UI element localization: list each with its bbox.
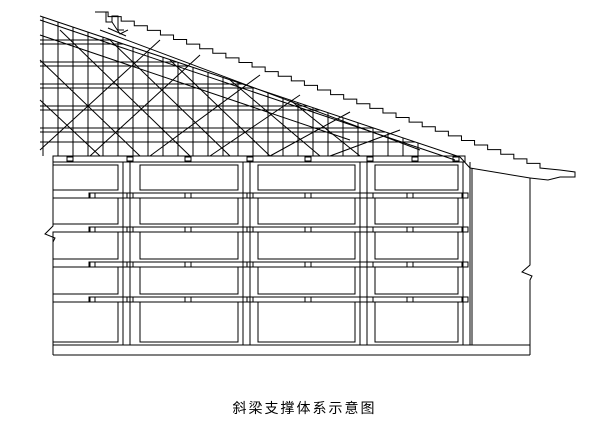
scaffold-rafter	[40, 35, 350, 140]
roof-stair-edge	[95, 12, 575, 180]
floor-column-cap	[127, 262, 133, 267]
right-break-line	[522, 178, 532, 355]
floor-slab	[90, 227, 468, 232]
bay-panel	[375, 267, 458, 294]
scaffold-diagonal-brace	[270, 112, 350, 156]
bay-panel	[140, 302, 238, 342]
scaffold-diagonal-brace	[210, 95, 300, 156]
floor-column-cap	[407, 297, 413, 302]
column-cap	[67, 157, 73, 161]
bay-panel	[375, 198, 458, 224]
bay-panel	[258, 198, 355, 224]
floor-column-cap	[367, 297, 373, 302]
left-bay-panel	[53, 267, 118, 294]
floor-column-cap	[462, 193, 468, 198]
floor-column-cap	[89, 262, 95, 267]
column-cap	[367, 157, 373, 161]
floor-column-cap	[462, 262, 468, 267]
floor-column-cap	[185, 297, 191, 302]
bay-panel	[258, 232, 355, 259]
top-slab	[53, 156, 465, 162]
floor-column-cap	[407, 227, 413, 232]
scaffold-diagonal-brace	[60, 30, 190, 156]
floor-column-cap	[89, 193, 95, 198]
floor-column-cap	[247, 227, 253, 232]
bay-panel	[140, 267, 238, 294]
floor-column-cap	[185, 193, 191, 198]
support-bracket-arm	[112, 22, 128, 34]
floor-column-cap	[367, 227, 373, 232]
scaffold-diagonal-brace	[110, 40, 230, 156]
floor-column-cap	[247, 193, 253, 198]
scaffold-diagonal-brace	[40, 100, 100, 156]
scaffold-rafter	[100, 30, 420, 150]
floor-column-cap	[305, 227, 311, 232]
left-bay-panel	[53, 232, 118, 259]
scaffold-diagonal-brace	[150, 75, 260, 156]
floor-column-cap	[305, 193, 311, 198]
floor-column-cap	[305, 297, 311, 302]
bay-panel	[258, 267, 355, 294]
left-bay-panel	[53, 198, 118, 224]
floor-slab	[90, 193, 468, 198]
diagram-caption: 斜梁支撑体系示意图	[232, 401, 377, 417]
roof-eave-bottom	[470, 168, 530, 178]
roof-underside-inner	[40, 20, 455, 160]
floor-column-cap	[89, 227, 95, 232]
support-bracket-body	[100, 12, 124, 30]
slanted-scaffold	[40, 17, 420, 156]
column-cap	[453, 157, 459, 161]
building-frame	[45, 162, 532, 355]
column-cap	[412, 157, 418, 161]
scaffold-diagonal-brace	[40, 40, 160, 150]
floor-column-cap	[185, 227, 191, 232]
bay-panel	[375, 232, 458, 259]
floor-column-cap	[185, 262, 191, 267]
scaffold-diagonal-brace	[290, 100, 360, 156]
floor-slab	[90, 297, 468, 302]
left-bay-panel	[53, 302, 118, 342]
bay-panel	[375, 302, 458, 342]
floor-column-cap	[367, 193, 373, 198]
floor-column-cap	[407, 193, 413, 198]
floor-column-cap	[462, 297, 468, 302]
support-bracket-icon	[100, 12, 128, 36]
floor-column-cap	[127, 193, 133, 198]
column-cap	[247, 157, 253, 161]
floor-column-cap	[127, 227, 133, 232]
floor-column-cap	[89, 297, 95, 302]
bay-panel	[375, 165, 458, 190]
column-cap	[127, 157, 133, 161]
floor-column-cap	[247, 262, 253, 267]
scaffold-diagonal-brace	[170, 60, 270, 156]
left-bay-panel	[53, 165, 118, 190]
floor-column-cap	[367, 262, 373, 267]
column-cap	[305, 157, 311, 161]
scaffold-diagonal-brace	[230, 80, 320, 156]
floor-slab	[90, 262, 468, 267]
floor-column-cap	[407, 262, 413, 267]
scaffold-diagonal-brace	[90, 55, 200, 156]
bay-panel	[258, 302, 355, 342]
floor-column-cap	[305, 262, 311, 267]
bay-panel	[140, 198, 238, 224]
floor-column-cap	[127, 297, 133, 302]
bay-panel	[140, 232, 238, 259]
bay-panel	[140, 165, 238, 190]
support-bracket-strut	[108, 28, 126, 36]
bay-panel	[258, 165, 355, 190]
scaffold-diagonal-brace	[40, 60, 140, 156]
top-floor-slab	[53, 156, 465, 162]
floor-column-cap	[247, 297, 253, 302]
column-cap	[185, 157, 191, 161]
scaffold-diagonal-brace	[330, 130, 400, 156]
floor-column-cap	[462, 227, 468, 232]
